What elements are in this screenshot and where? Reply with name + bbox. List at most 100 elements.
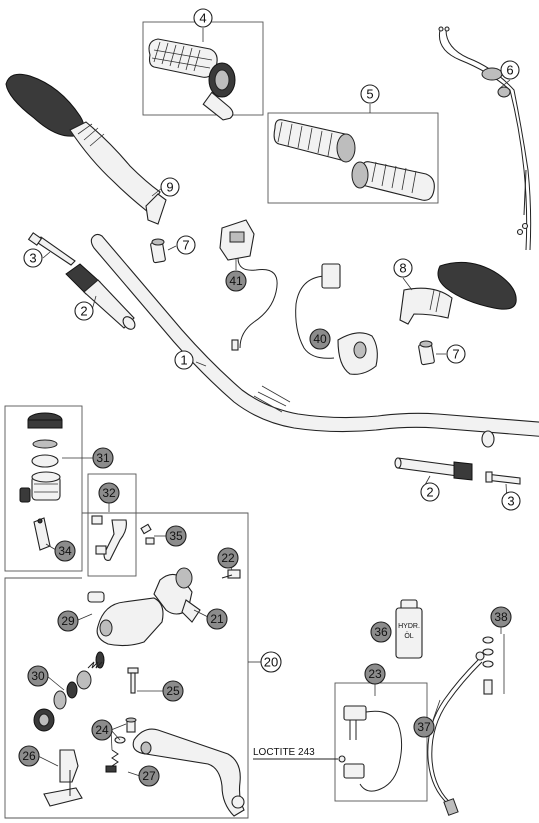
svg-text:26: 26 — [22, 749, 36, 763]
svg-text:9: 9 — [166, 180, 173, 195]
throttle-grip-part — [148, 38, 236, 121]
adjuster-part — [105, 717, 137, 773]
svg-text:7: 7 — [182, 238, 189, 253]
bar-end-weight-left-part — [65, 263, 136, 330]
handlebar-part — [90, 233, 539, 448]
callout-7-upper: 7 — [176, 235, 196, 255]
svg-text:2: 2 — [426, 485, 433, 500]
lever-clamp-part — [153, 567, 201, 623]
svg-text:5: 5 — [366, 87, 373, 102]
lever-switch-part — [43, 749, 83, 807]
bottle-label-line2: ÖL — [404, 632, 413, 640]
svg-text:3: 3 — [29, 251, 36, 266]
grip-set-part — [273, 119, 435, 201]
callout-29: 29 — [57, 610, 79, 632]
callout-2-right: 2 — [420, 482, 440, 502]
master-cylinder-part — [19, 412, 63, 551]
svg-text:7: 7 — [452, 347, 459, 362]
callout-8: 8 — [393, 258, 413, 278]
svg-text:21: 21 — [210, 612, 224, 626]
svg-text:8: 8 — [399, 261, 406, 276]
callout-4: 4 — [193, 8, 213, 28]
callout-21: 21 — [206, 608, 228, 630]
loctite-note: LOCTITE 243 — [253, 747, 346, 763]
svg-text:24: 24 — [95, 723, 109, 737]
callout-41: 41 — [225, 270, 247, 292]
callout-20: 20 — [260, 651, 282, 673]
callout-2-left: 2 — [74, 301, 94, 321]
callout-24: 24 — [91, 719, 113, 741]
callout-36: 36 — [370, 621, 392, 643]
hydraulic-oil-bottle-part: HYDR. ÖL — [395, 599, 423, 659]
callout-1: 1 — [174, 350, 194, 370]
callout-3-left: 3 — [23, 248, 43, 268]
callout-23: 23 — [364, 663, 386, 685]
callout-34: 34 — [54, 540, 76, 562]
svg-text:38: 38 — [494, 610, 508, 624]
svg-text:2: 2 — [80, 304, 87, 319]
screws-part — [140, 523, 241, 579]
svg-text:32: 32 — [102, 486, 116, 500]
callout-40: 40 — [309, 328, 331, 350]
clip-set-frame — [87, 473, 137, 577]
throttle-cables-part — [438, 26, 532, 251]
svg-text:37: 37 — [417, 720, 431, 734]
svg-text:41: 41 — [229, 274, 243, 288]
lever-pivot-bolt-part — [127, 667, 139, 694]
svg-text:22: 22 — [221, 551, 235, 565]
callout-26: 26 — [18, 745, 40, 767]
loctite-label: LOCTITE 243 — [253, 747, 315, 758]
master-cylinder-frame — [4, 405, 83, 572]
callout-22: 22 — [217, 547, 239, 569]
callout-31: 31 — [92, 447, 114, 469]
clip-set-part — [91, 515, 127, 561]
bar-end-weight-right-part — [394, 457, 473, 481]
wiring-harness-frame — [334, 682, 428, 802]
svg-text:29: 29 — [61, 614, 75, 628]
piston-kit-part — [33, 651, 105, 732]
grip-set-frame — [267, 112, 439, 204]
svg-text:20: 20 — [264, 655, 278, 670]
callout-6: 6 — [500, 60, 520, 80]
callout-9: 9 — [160, 177, 180, 197]
spacer-lower-part — [418, 340, 435, 366]
callout-37: 37 — [413, 716, 435, 738]
svg-text:6: 6 — [506, 63, 513, 78]
bar-end-bolt-right-part — [485, 471, 521, 485]
callout-5: 5 — [360, 84, 380, 104]
callout-3-right: 3 — [501, 491, 521, 511]
svg-text:34: 34 — [58, 544, 72, 558]
clutch-assembly-frame — [4, 512, 249, 819]
callout-38: 38 — [490, 606, 512, 628]
bar-end-bolt-left-part — [27, 232, 76, 266]
svg-text:30: 30 — [31, 669, 45, 683]
clutch-lever-part — [132, 728, 245, 817]
wiring-harness-part — [343, 705, 403, 792]
svg-text:36: 36 — [374, 625, 388, 639]
callout-32: 32 — [98, 482, 120, 504]
spacer-upper-part — [150, 238, 166, 264]
svg-text:23: 23 — [368, 667, 382, 681]
svg-text:1: 1 — [180, 353, 187, 368]
svg-text:35: 35 — [169, 529, 183, 543]
kill-switch-part — [295, 263, 378, 375]
right-mirror-part — [399, 261, 517, 325]
callout-27: 27 — [138, 765, 160, 787]
lever-bracket-part — [87, 591, 164, 647]
left-mirror-part — [5, 73, 167, 225]
svg-text:4: 4 — [199, 11, 206, 26]
svg-text:31: 31 — [96, 451, 110, 465]
callout-30: 30 — [27, 665, 49, 687]
svg-text:3: 3 — [507, 494, 514, 509]
switch-wiring-part — [219, 219, 278, 351]
brake-line-part — [427, 651, 485, 816]
callout-25: 25 — [162, 680, 184, 702]
bottle-label-line1: HYDR. — [398, 623, 420, 630]
callout-7-lower: 7 — [446, 344, 466, 364]
svg-text:27: 27 — [142, 769, 156, 783]
svg-text:25: 25 — [166, 684, 180, 698]
svg-text:40: 40 — [313, 332, 327, 346]
washers-part — [482, 634, 505, 695]
callout-35: 35 — [165, 525, 187, 547]
